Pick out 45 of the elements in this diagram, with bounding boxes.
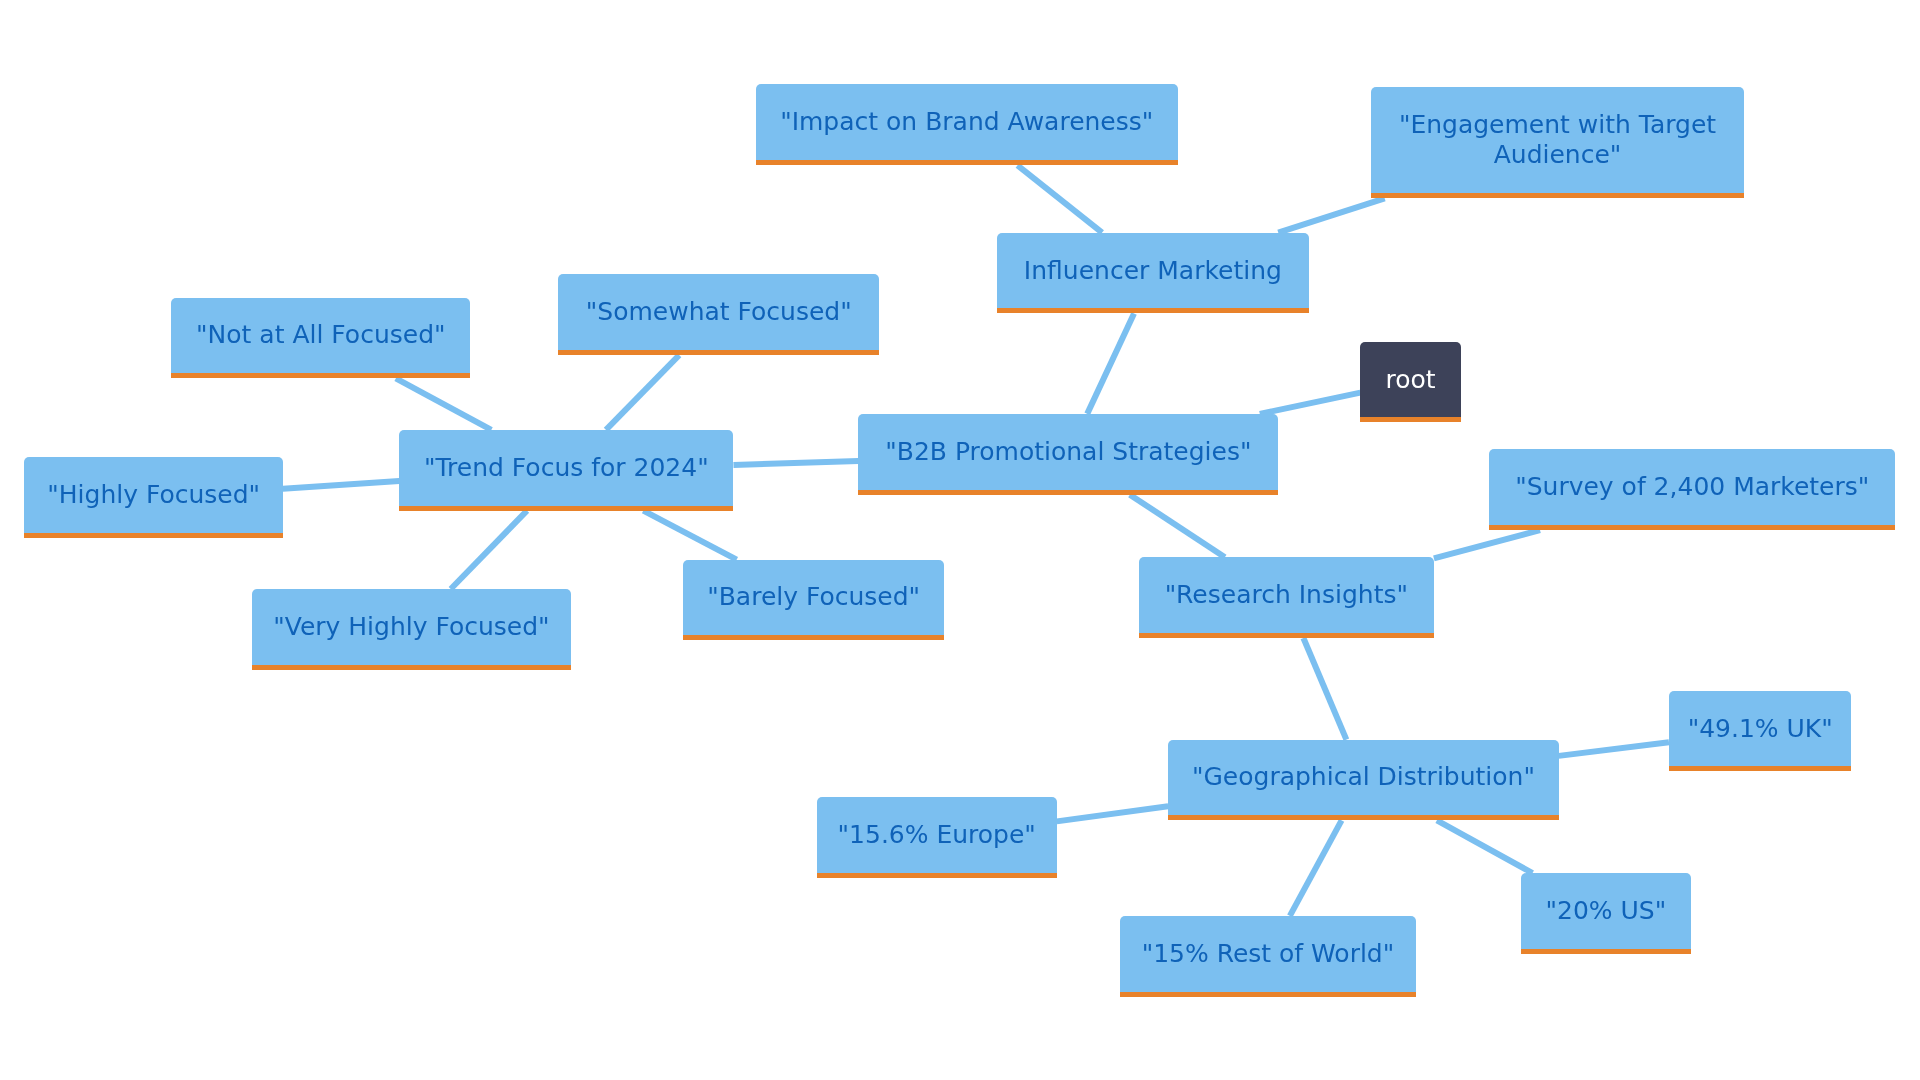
node-label: "15.6% Europe" xyxy=(837,820,1036,851)
connector-line xyxy=(1084,312,1137,416)
node-label: "Not at All Focused" xyxy=(196,320,446,351)
node-label: "20% US" xyxy=(1545,895,1667,926)
topic-box xyxy=(558,274,880,356)
connector-line xyxy=(1558,739,1670,759)
node-label: "15% Rest of World" xyxy=(1141,938,1395,969)
topic-box xyxy=(1668,690,1852,772)
node-label: "Geographical Distribution" xyxy=(1191,762,1535,793)
topic-box xyxy=(171,297,471,379)
connector-line xyxy=(282,478,400,492)
node-label: "B2B Promotional Strategies" xyxy=(885,436,1252,467)
topic-box xyxy=(24,456,283,538)
connector-line xyxy=(603,353,682,432)
node-label: "49.1% UK" xyxy=(1687,713,1833,744)
node-label: "Research Insights" xyxy=(1164,580,1408,611)
root-node xyxy=(1360,341,1461,423)
topic-box xyxy=(755,84,1178,166)
topic-box xyxy=(399,429,734,511)
topic-box xyxy=(1138,557,1434,638)
topic-box xyxy=(683,559,945,641)
topic-box xyxy=(1371,86,1744,199)
topic-box xyxy=(816,797,1057,878)
topic-box xyxy=(858,413,1279,495)
connector-line xyxy=(733,457,859,468)
node-label: "Highly Focused" xyxy=(47,479,261,510)
connector-line xyxy=(1287,818,1345,918)
topic-box xyxy=(996,232,1309,314)
node-label: "Engagement with Target Audience" xyxy=(1397,110,1718,171)
node-label: "Somewhat Focused" xyxy=(585,297,852,328)
topic-box xyxy=(1520,873,1691,954)
topic-box xyxy=(1168,739,1559,821)
connector-line xyxy=(1056,803,1169,825)
node-label: "Survey of 2,400 Marketers" xyxy=(1515,472,1870,503)
node-label: "Very Highly Focused" xyxy=(273,611,550,642)
topic-box xyxy=(1120,915,1416,997)
node-label: "Impact on Brand Awareness" xyxy=(780,107,1154,138)
topic-box xyxy=(1488,449,1896,531)
connector-line xyxy=(1300,636,1350,741)
node-label: "Trend Focus for 2024" xyxy=(424,452,709,483)
connector-line xyxy=(1259,389,1362,417)
node-label: root xyxy=(1385,364,1436,395)
node-label: Influencer Marketing xyxy=(1023,255,1282,286)
topic-box xyxy=(252,588,571,670)
node-label: "Barely Focused" xyxy=(707,582,921,613)
